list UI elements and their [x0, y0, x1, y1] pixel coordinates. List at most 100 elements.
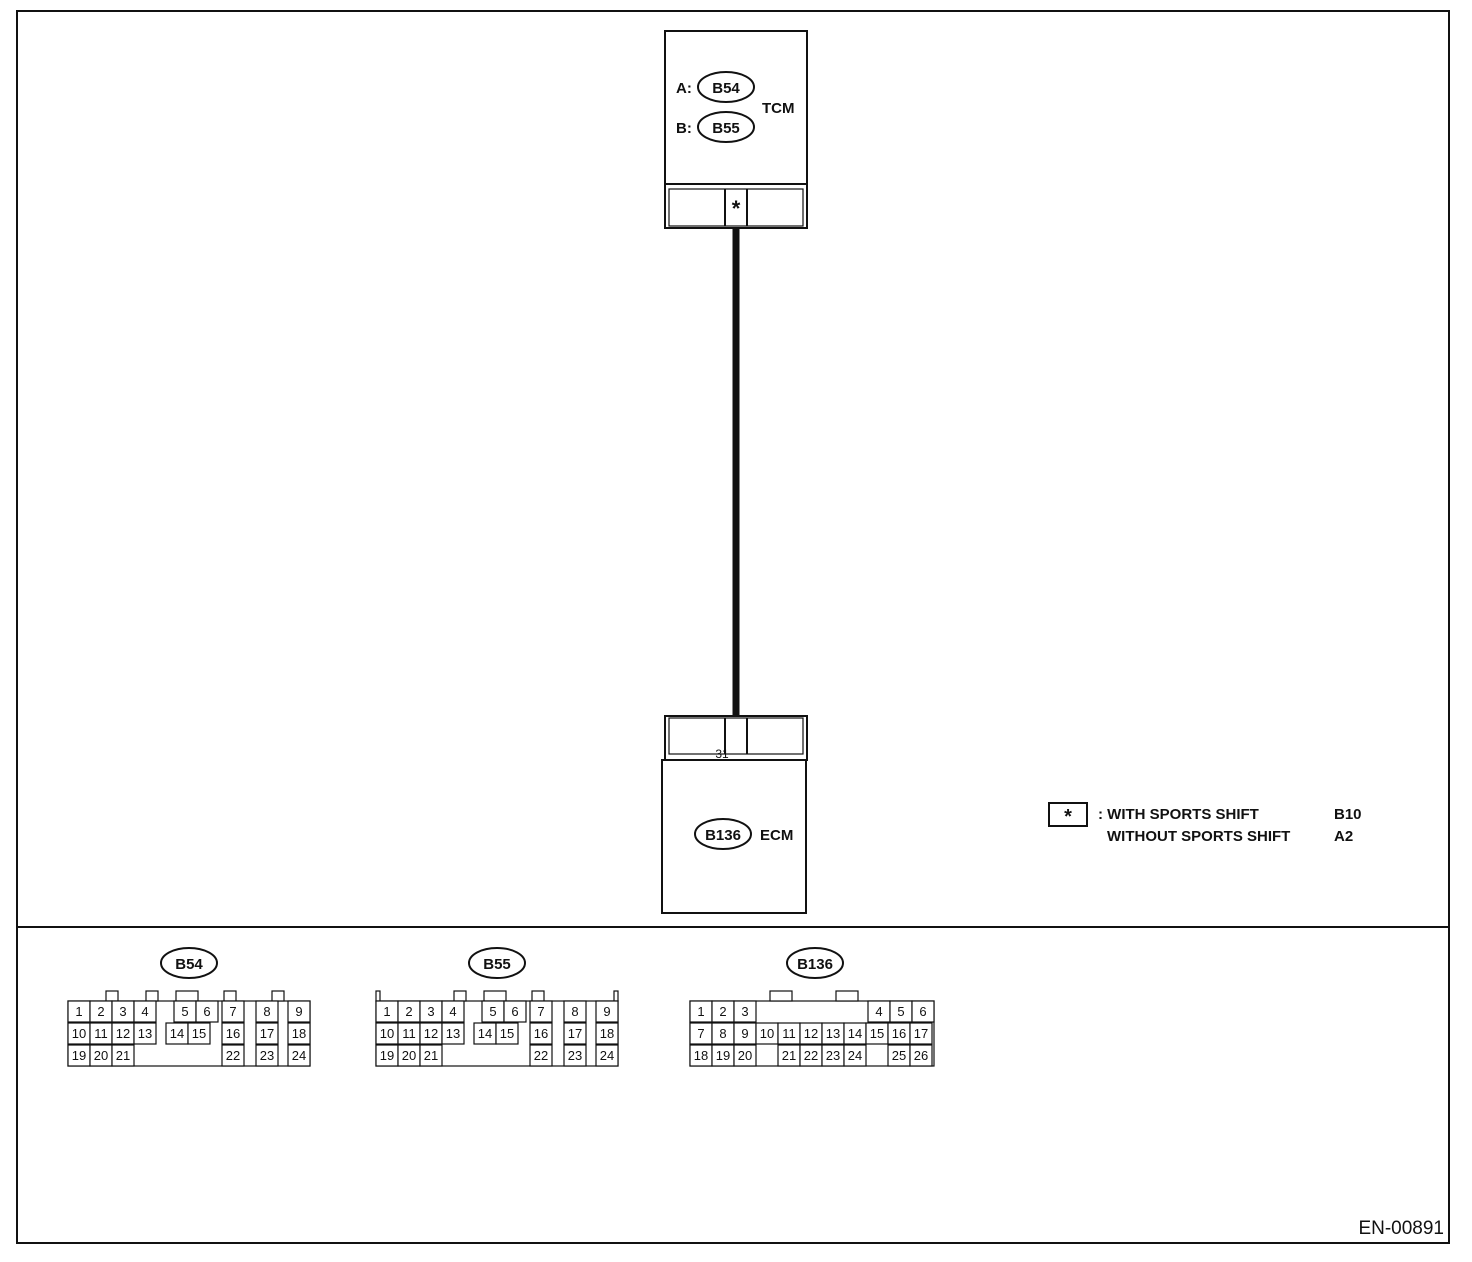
- ecm-unit: 31 B136 ECM: [661, 715, 808, 914]
- legend-row-2-pin: A2: [1334, 828, 1353, 845]
- pin-cell: [111, 1044, 135, 1067]
- connector-latch: [271, 990, 285, 1002]
- connector-latch: [835, 990, 859, 1002]
- pin-number: 16: [892, 1026, 906, 1041]
- pin-number: 8: [571, 1004, 578, 1019]
- tcm-connector-b-code: B55: [712, 120, 740, 137]
- pin-cell: [133, 1000, 157, 1023]
- pin-cell: [441, 1022, 465, 1045]
- pin-number: 11: [402, 1026, 416, 1041]
- pin-number: 4: [875, 1004, 882, 1019]
- connector-latch: [223, 990, 237, 1002]
- pin-cell: [255, 1022, 279, 1045]
- pin-number: 24: [292, 1048, 306, 1063]
- pin-number: 5: [489, 1004, 496, 1019]
- pin-number: 14: [848, 1026, 862, 1041]
- tcm-label: TCM: [762, 100, 795, 117]
- connector-latch: [453, 990, 467, 1002]
- pin-number: 19: [380, 1048, 394, 1063]
- connector-latch: [145, 990, 159, 1002]
- pin-number: 12: [804, 1026, 818, 1041]
- pin-number: 13: [826, 1026, 840, 1041]
- pin-number: 18: [694, 1048, 708, 1063]
- pin-number: 15: [192, 1026, 206, 1041]
- pin-number: 7: [697, 1026, 704, 1041]
- pin-number: 21: [116, 1048, 130, 1063]
- pin-number: 14: [170, 1026, 184, 1041]
- pin-number: 13: [138, 1026, 152, 1041]
- pin-number: 2: [719, 1004, 726, 1019]
- pin-cell: [441, 1000, 465, 1023]
- pin-number: 22: [226, 1048, 240, 1063]
- pin-number: 16: [534, 1026, 548, 1041]
- ecm-label: ECM: [760, 827, 793, 844]
- pin-cell: [195, 1000, 219, 1023]
- pin-number: 24: [848, 1048, 862, 1063]
- pin-number: 13: [446, 1026, 460, 1041]
- pin-number: 21: [424, 1048, 438, 1063]
- tcm-unit: A: B54 B: B55 TCM *: [664, 30, 808, 229]
- pin-cell: [529, 1022, 553, 1045]
- pin-cell: [503, 1000, 527, 1023]
- pin-number: 19: [72, 1048, 86, 1063]
- pin-number: 14: [478, 1026, 492, 1041]
- pin-number: 15: [870, 1026, 884, 1041]
- pin-number: 20: [738, 1048, 752, 1063]
- connector-view-oval: [786, 947, 844, 979]
- pin-cell: [595, 1044, 619, 1067]
- legend-symbol-box: [1048, 802, 1088, 827]
- connector-latch: [375, 990, 381, 1002]
- legend-symbol: *: [1064, 806, 1072, 828]
- pin-number: 23: [826, 1048, 840, 1063]
- pin-cell: [563, 1000, 587, 1023]
- connector-view-code: B55: [483, 956, 511, 973]
- pin-number: 9: [295, 1004, 302, 1019]
- pin-number: 1: [383, 1004, 390, 1019]
- pin-cell: [221, 1000, 245, 1023]
- pin-cell: [221, 1044, 245, 1067]
- ecm-pin-number: 31: [715, 747, 729, 761]
- diagram-frame: [16, 10, 1450, 1244]
- section-divider: [16, 926, 1450, 928]
- legend-row-1-pin: B10: [1334, 806, 1362, 823]
- pin-number: 3: [119, 1004, 126, 1019]
- tcm-connector-b-oval: [697, 111, 755, 143]
- pin-number: 1: [697, 1004, 704, 1019]
- pin-cell: [843, 1044, 867, 1067]
- pin-number: 6: [203, 1004, 210, 1019]
- connector-latch: [105, 990, 119, 1002]
- pin-cell: [909, 1022, 933, 1045]
- tcm-connector-a-code: B54: [712, 80, 740, 97]
- pin-number: 9: [603, 1004, 610, 1019]
- pin-number: 17: [260, 1026, 274, 1041]
- pin-number: 10: [760, 1026, 774, 1041]
- connector-latch: [175, 990, 199, 1002]
- connector-latch: [613, 990, 619, 1002]
- pin-number: 7: [229, 1004, 236, 1019]
- pin-number: 11: [782, 1026, 796, 1041]
- pin-number: 15: [500, 1026, 514, 1041]
- pin-number: 22: [804, 1048, 818, 1063]
- legend-row-2-label: WITHOUT SPORTS SHIFT: [1107, 828, 1290, 845]
- pin-number: 16: [226, 1026, 240, 1041]
- pin-number: 17: [568, 1026, 582, 1041]
- pin-cell: [911, 1000, 935, 1023]
- pin-cell: [495, 1022, 519, 1045]
- pin-number: 22: [534, 1048, 548, 1063]
- ecm-connector-inner: [668, 717, 804, 755]
- tcm-connector-a-prefix: A:: [676, 80, 692, 97]
- connector-latch: [769, 990, 793, 1002]
- pin-number: 25: [892, 1048, 906, 1063]
- pin-number: 10: [380, 1026, 394, 1041]
- pin-cell: [563, 1044, 587, 1067]
- pin-cell: [187, 1022, 211, 1045]
- tcm-connector-a-oval: [697, 71, 755, 103]
- pin-number: 20: [402, 1048, 416, 1063]
- figure-id: EN-00891: [1358, 1218, 1444, 1239]
- ecm-connector-code: B136: [705, 827, 741, 844]
- tcm-connector-inner: [668, 188, 804, 227]
